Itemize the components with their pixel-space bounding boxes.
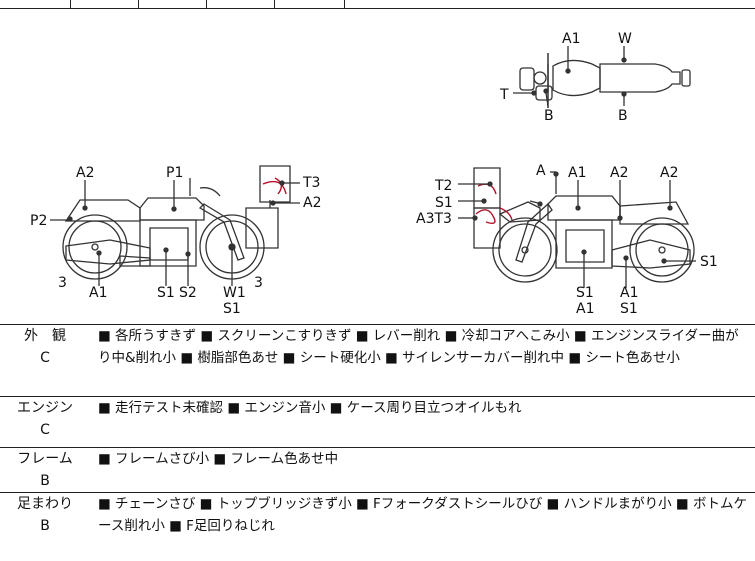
row-notes: ■ フレームさび小 ■ フレーム色あせ中 — [98, 451, 339, 467]
label-s1b-bottom-right: S1 — [620, 301, 638, 317]
label-a2-right-left: A2 — [303, 195, 322, 211]
row-notes: ■ 走行テスト未確認 ■ エンジン音小 ■ ケース周り目立つオイルもれ — [98, 400, 522, 416]
label-w-top: W — [618, 31, 632, 47]
label-a1-top: A1 — [562, 31, 581, 47]
label-a-top-right: A — [536, 163, 546, 179]
row-category-label: エンジン — [17, 400, 73, 416]
label-a2-right-right: A2 — [660, 165, 679, 181]
row-grade: B — [40, 518, 50, 534]
motorcycle-top-view — [513, 46, 691, 108]
table-header-strip — [0, 0, 755, 9]
label-s1-bottom-right: S1 — [576, 285, 594, 301]
row-notes: ■ チェーンさび ■ トップブリッジきず小 ■ Fフォークダストシールひび ■ … — [98, 496, 747, 534]
label-w1-left: W1 — [223, 285, 246, 301]
row-grade: C — [40, 422, 50, 438]
label-a1-bottom-right: A1 — [576, 301, 595, 317]
condition-row-exterior: 外 観 C ■ 各所うすきず ■ スクリーンこすりきず ■ レバー削れ ■ 冷却… — [0, 325, 755, 397]
row-category-label: 外 観 — [24, 328, 66, 344]
motorcycle-diagrams — [50, 46, 696, 288]
row-category-label: フレーム — [17, 451, 73, 467]
row-notes: ■ 各所うすきず ■ スクリーンこすりきず ■ レバー削れ ■ 冷却コアへこみ小… — [98, 328, 739, 366]
label-t-top: T — [500, 87, 509, 103]
condition-row-suspension: 足まわり B ■ チェーンさび ■ トップブリッジきず小 ■ Fフォークダストシ… — [0, 493, 755, 561]
label-s1-left: S1 — [157, 285, 175, 301]
label-b-left-top: B — [544, 108, 554, 124]
row-category: 外 観 C — [0, 325, 90, 369]
label-a3t3-right: A3T3 — [416, 211, 452, 227]
label-a2-mid-right: A2 — [610, 165, 629, 181]
label-3-right-left: 3 — [254, 275, 263, 291]
row-category: エンジン C — [0, 397, 90, 441]
label-a1-left: A1 — [89, 285, 108, 301]
label-s1-right-right: S1 — [700, 254, 718, 270]
label-s2-left: S2 — [179, 285, 197, 301]
label-p2-left: P2 — [30, 213, 48, 229]
row-category-label: 足まわり — [17, 496, 73, 512]
motorcycle-right-view — [458, 167, 696, 288]
condition-row-frame: フレーム B ■ フレームさび小 ■ フレーム色あせ中 — [0, 448, 755, 493]
label-a1b-bottom-right: A1 — [620, 285, 639, 301]
label-b-right-top: B — [618, 108, 628, 124]
label-s1-left-right: S1 — [435, 195, 453, 211]
motorcycle-left-view — [50, 165, 300, 286]
row-grade: C — [40, 350, 50, 366]
label-3-left: 3 — [58, 275, 67, 291]
row-category: 足まわり B — [0, 493, 90, 537]
label-t3-left: T3 — [303, 175, 321, 191]
label-a2-left: A2 — [76, 165, 95, 181]
condition-row-engine: エンジン C ■ 走行テスト未確認 ■ エンジン音小 ■ ケース周り目立つオイル… — [0, 397, 755, 448]
label-a1-right: A1 — [568, 165, 587, 181]
label-t2-right: T2 — [435, 178, 453, 194]
row-category: フレーム B — [0, 448, 90, 492]
damage-diagram: A1 W T B B A2 P1 T3 P2 A2 3 A1 S1 S2 W1 … — [0, 8, 755, 325]
label-p1-left: P1 — [166, 165, 184, 181]
row-grade: B — [40, 473, 50, 489]
label-s1b-left: S1 — [223, 301, 241, 317]
